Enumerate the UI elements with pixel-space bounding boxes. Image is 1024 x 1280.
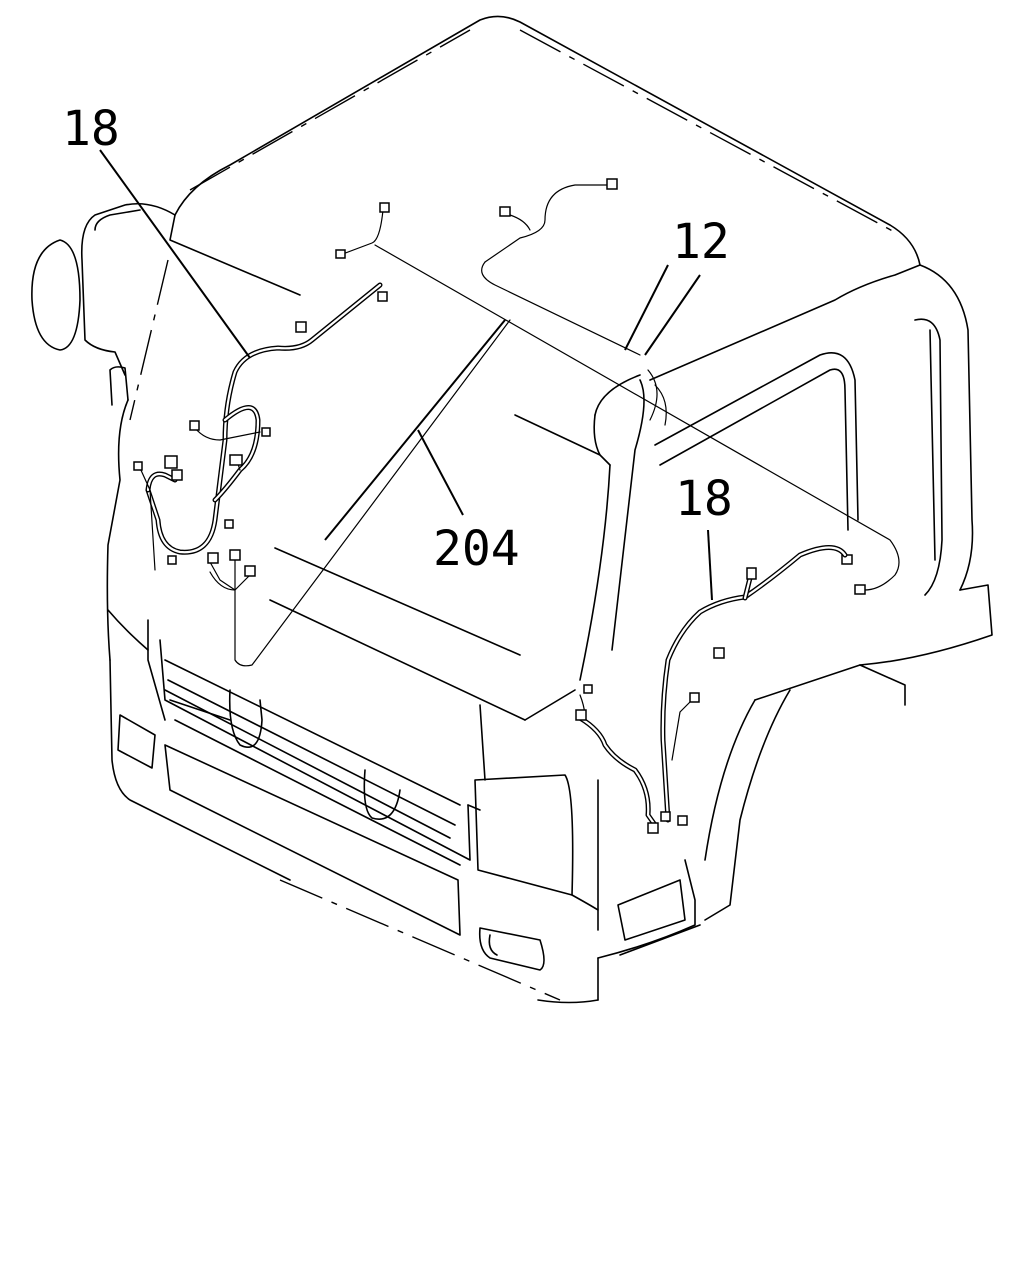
leader-line-204-a bbox=[417, 429, 464, 516]
connector bbox=[335, 249, 346, 259]
left-harness bbox=[133, 282, 388, 571]
connector bbox=[133, 461, 143, 471]
connector bbox=[647, 822, 659, 834]
connector bbox=[660, 811, 671, 822]
connector bbox=[499, 206, 511, 217]
leader-line-left-18 bbox=[99, 149, 251, 359]
connector bbox=[377, 291, 388, 302]
connector bbox=[606, 178, 618, 190]
leader-line-204-b bbox=[324, 319, 506, 541]
connector bbox=[583, 684, 593, 694]
right-harness bbox=[575, 545, 848, 834]
connector bbox=[189, 420, 200, 431]
connector bbox=[164, 455, 178, 469]
connector bbox=[261, 427, 271, 437]
connector bbox=[677, 815, 688, 826]
connector bbox=[713, 647, 725, 659]
connector bbox=[207, 552, 219, 564]
cab-outline bbox=[31, 15, 993, 1004]
connector bbox=[689, 692, 700, 703]
callout-204: 204 bbox=[433, 521, 520, 577]
connector bbox=[854, 584, 866, 595]
callout-right-18: 18 bbox=[675, 471, 733, 527]
connector bbox=[171, 469, 183, 481]
center-harness bbox=[207, 319, 511, 667]
callout-left-18: 18 bbox=[62, 101, 120, 157]
connector bbox=[229, 454, 243, 466]
connector bbox=[167, 555, 177, 565]
connector bbox=[746, 567, 757, 580]
connector bbox=[224, 519, 234, 529]
connector bbox=[575, 709, 587, 721]
leader-line-right-18 bbox=[707, 529, 713, 601]
leader-line-12 bbox=[624, 264, 669, 351]
connector bbox=[229, 549, 241, 561]
leader-line-12b bbox=[644, 274, 701, 356]
roof-harness bbox=[335, 178, 900, 595]
connector bbox=[379, 202, 390, 213]
connector bbox=[244, 565, 256, 577]
connector bbox=[295, 321, 307, 333]
callout-12: 12 bbox=[672, 214, 730, 270]
